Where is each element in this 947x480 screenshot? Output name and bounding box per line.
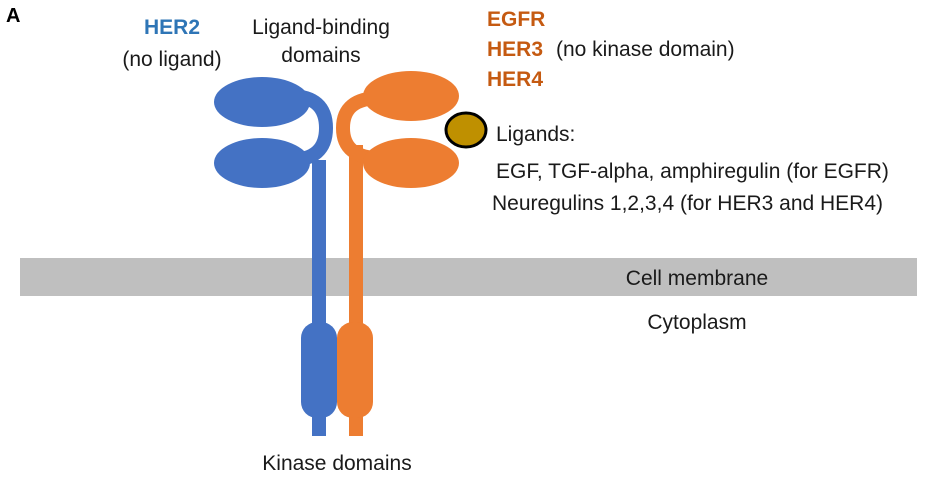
egfr-lower-lobe xyxy=(363,138,459,188)
kinase-domains-label: Kinase domains xyxy=(262,452,411,475)
her2-label: HER2 xyxy=(144,16,200,39)
ligand-circle xyxy=(444,111,488,149)
ligand-binding-label-line1: Ligand-binding xyxy=(252,16,390,39)
her2-kinase-domain xyxy=(301,322,337,418)
egfr-receptor xyxy=(335,71,459,436)
cytoplasm-label: Cytoplasm xyxy=(647,311,746,334)
egfr-kinase-domain xyxy=(337,322,373,418)
her2-upper-lobe xyxy=(214,77,310,127)
her4-label: HER4 xyxy=(487,68,543,91)
egfr-arc xyxy=(335,91,381,165)
panel-letter: A xyxy=(6,5,20,27)
ligands-line1: EGF, TGF-alpha, amphiregulin (for EGFR) xyxy=(496,160,889,183)
her2-receptor xyxy=(214,77,337,436)
her3-note: (no kinase domain) xyxy=(556,38,735,61)
ligands-line2: Neuregulins 1,2,3,4 (for HER3 and HER4) xyxy=(492,192,883,215)
cell-membrane-label: Cell membrane xyxy=(626,267,768,290)
egfr-upper-lobe xyxy=(363,71,459,121)
her2-lower-lobe xyxy=(214,138,310,188)
her2-note: (no ligand) xyxy=(122,48,221,71)
ligand-binding-label-line2: domains xyxy=(281,44,360,67)
her3-label: HER3 xyxy=(487,38,543,61)
ligands-title: Ligands: xyxy=(496,123,575,146)
egfr-label: EGFR xyxy=(487,8,545,31)
cell-membrane-band xyxy=(20,258,917,296)
